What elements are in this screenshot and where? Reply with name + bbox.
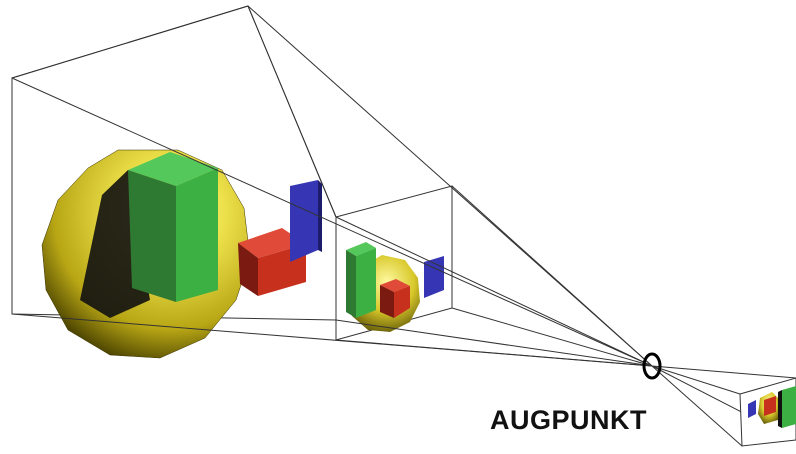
large-blue-box bbox=[290, 180, 322, 262]
middle-green-box bbox=[346, 242, 376, 318]
middle-blue-box bbox=[424, 256, 444, 298]
large-green-box bbox=[128, 152, 218, 302]
inverted-image-box bbox=[740, 378, 796, 446]
eye-point-label: AUGPUNKT bbox=[490, 405, 647, 436]
